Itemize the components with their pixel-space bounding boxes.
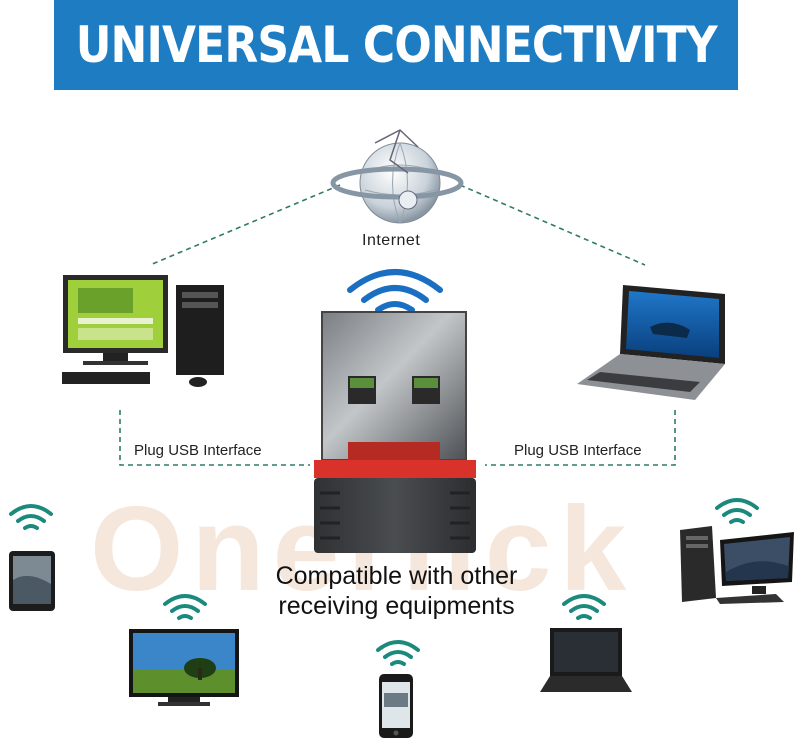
compatibility-line-1: Compatible with other (275, 562, 518, 590)
title-banner: UNIVERSAL CONNECTIVITY (54, 0, 738, 90)
desktop-tower-icon (680, 526, 794, 604)
tv-icon (129, 629, 239, 706)
wifi-icon (376, 640, 420, 666)
smartphone-icon (379, 674, 413, 738)
tablet-icon (9, 551, 55, 611)
compatibility-caption: Compatible with other receiving equipmen… (254, 561, 539, 621)
globe-icon (330, 129, 464, 224)
wifi-icon (562, 594, 606, 620)
plug-usb-label-left: Plug USB Interface (134, 442, 262, 459)
laptop-icon (577, 285, 725, 400)
wifi-icon (9, 504, 53, 530)
wifi-icon (347, 269, 443, 313)
internet-label: Internet (362, 232, 421, 249)
desktop-computer-icon (62, 275, 224, 387)
banner-title: UNIVERSAL CONNECTIVITY (75, 16, 717, 74)
small-laptop-icon (540, 628, 632, 692)
wifi-icon (715, 498, 759, 524)
wifi-icon (163, 594, 207, 620)
usb-dongle-icon (314, 311, 476, 553)
compatibility-line-2: receiving equipments (278, 592, 515, 620)
plug-usb-label-right: Plug USB Interface (514, 442, 642, 459)
